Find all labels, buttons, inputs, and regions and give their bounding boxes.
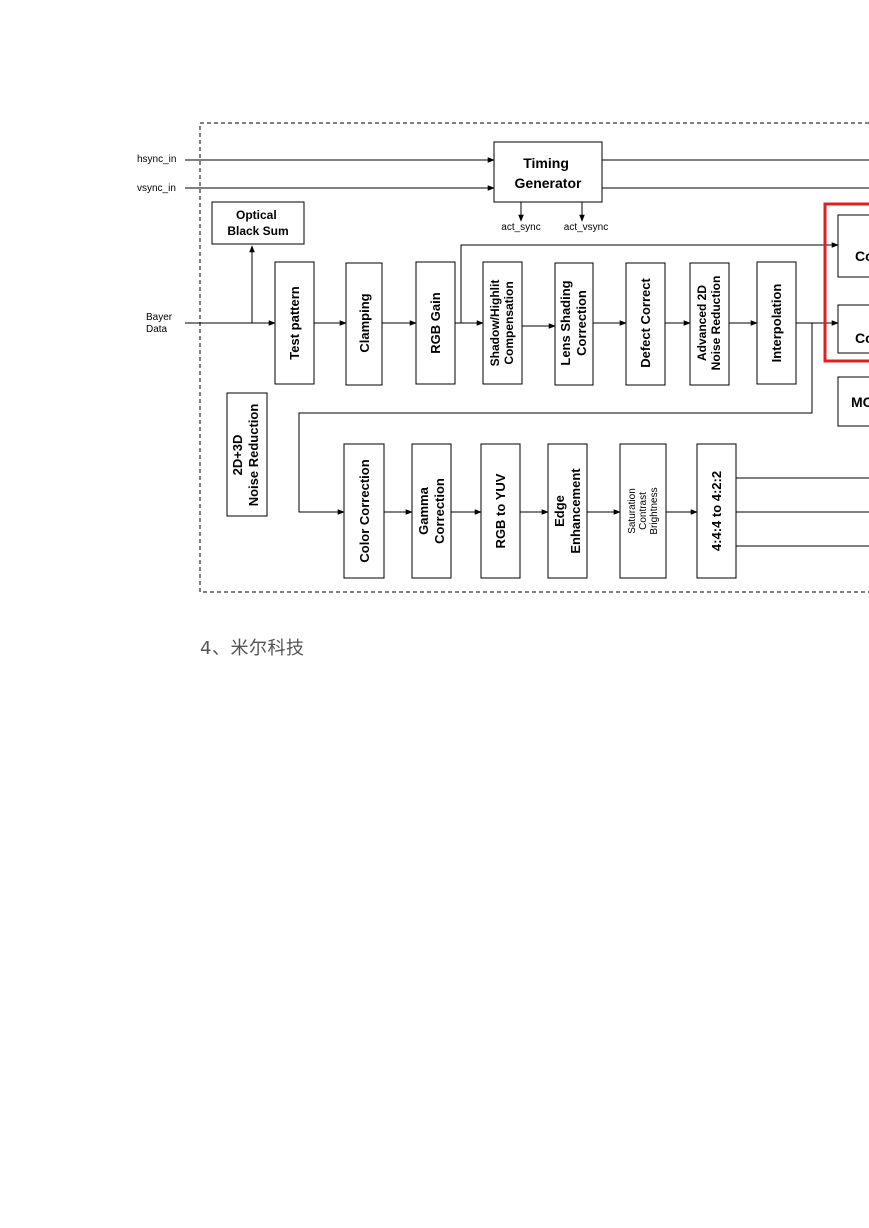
defect-correct-line-1: Defect Correct [638,278,653,368]
vsync-in-label: vsync_in [137,183,176,194]
interpolation-box [756,261,797,385]
act-vsync-label: act_vsync [564,222,608,233]
test-pattern-label: Test pattern [287,286,302,359]
row1-blocks: Test pattern Clamping RGB Gain Shadow/Hi… [274,261,797,386]
row2-blocks: Color Correction GammaCorrection RGB to … [343,443,737,579]
444-to-422-line-1: 4:4:4 to 4:2:2 [709,471,724,551]
clipped-block-1-label: Co [855,248,869,264]
gamma-correction-label: GammaCorrection [416,478,447,544]
rgb-gain-box [415,261,456,385]
clipped-block-2 [837,304,869,354]
shadow-highlight-line-2: Compensation [502,281,516,364]
scb-line-1: Saturation [627,488,638,534]
defect-correct-label: Defect Correct [638,278,653,368]
rgb-to-yuv-label: RGB to YUV [493,473,508,548]
edge-enhancement-label: EdgeEnhancement [552,468,583,554]
clipped-block-3 [837,376,869,427]
test-pattern-box [274,261,315,385]
shadow-highlight-label: Shadow/HighlitCompensation [488,280,516,367]
rgb-gain-line-1: RGB Gain [428,292,443,353]
timing-generator-label: Timing Generator [515,155,582,191]
optical-black-sum-line-2: Black Sum [227,224,288,238]
edge-enhancement-box [547,443,588,579]
edge-enhancement-line-2: Enhancement [568,468,583,554]
rgb-to-yuv-line-1: RGB to YUV [493,473,508,548]
clipped-block-2-label: Co [855,330,869,346]
clipped-block-3-label: MC [851,394,869,410]
clipped-block-1 [837,214,869,278]
noise-reduction-2d3d-label: 2D+3DNoise Reduction [230,404,261,507]
444-to-422-label: 4:4:4 to 4:2:2 [709,471,724,551]
hsync-in-label: hsync_in [137,154,176,165]
clamping-label: Clamping [357,293,372,352]
lens-shading-line-1: Lens Shading [558,280,573,365]
advanced-2d-nr-line-1: Advanced 2D [695,285,709,361]
clamping-line-1: Clamping [357,293,372,352]
saturation-contrast-brightness-label: SaturationContrastBrightness [627,487,660,534]
lens-shading-line-2: Correction [574,290,589,356]
interpolation-label: Interpolation [769,284,784,363]
edge-enhancement-line-1: Edge [552,495,567,527]
scb-line-3: Brightness [649,487,660,534]
rgb-gain-label: RGB Gain [428,292,443,353]
loop-line [298,323,813,515]
shadow-highlight-line-1: Shadow/Highlit [488,280,502,367]
advanced-2d-nr-box [689,262,730,386]
noise-reduction-2d3d-line-2: Noise Reduction [246,404,261,507]
lens-shading-label: Lens ShadingCorrection [558,280,589,365]
noise-reduction-2d3d-box [226,392,268,517]
rgb-to-yuv-box [480,443,521,579]
red-highlight-box [823,202,869,363]
gamma-correction-box [411,443,452,579]
color-correction-line-1: Color Correction [357,459,372,562]
optical-black-sum-line-1: Optical [236,208,277,222]
defect-correct-box [625,262,666,386]
advanced-2d-nr-label: Advanced 2DNoise Reduction [695,276,723,371]
lens-shading-box [554,262,594,386]
noise-reduction-2d3d-line-1: 2D+3D [230,435,245,476]
clamping-box [345,262,383,386]
optical-black-sum-label: Optical Black Sum [227,208,288,238]
gamma-correction-line-1: Gamma [416,486,431,534]
advanced-2d-nr-line-2: Noise Reduction [709,276,723,371]
interpolation-line-1: Interpolation [769,284,784,363]
timing-generator-box [493,141,603,203]
color-correction-label: Color Correction [357,459,372,562]
data-label: Data [146,324,168,335]
timing-generator-line-1: Timing [523,155,569,171]
timing-generator-line-2: Generator [515,175,582,191]
color-correction-box [343,443,385,579]
bayer-label: Bayer [146,312,173,323]
bypass-line [460,244,838,323]
shadow-highlight-box [482,261,523,385]
saturation-contrast-brightness-box [619,443,667,579]
caption: 4、米尔科技 [200,638,305,659]
scb-line-2: Contrast [638,492,649,530]
optical-black-sum-box [211,201,305,245]
gamma-correction-line-2: Correction [432,478,447,544]
dashed-border [199,122,869,593]
act-sync-label: act_sync [501,222,540,233]
444-to-422-box [696,443,737,579]
test-pattern-line-1: Test pattern [287,286,302,359]
